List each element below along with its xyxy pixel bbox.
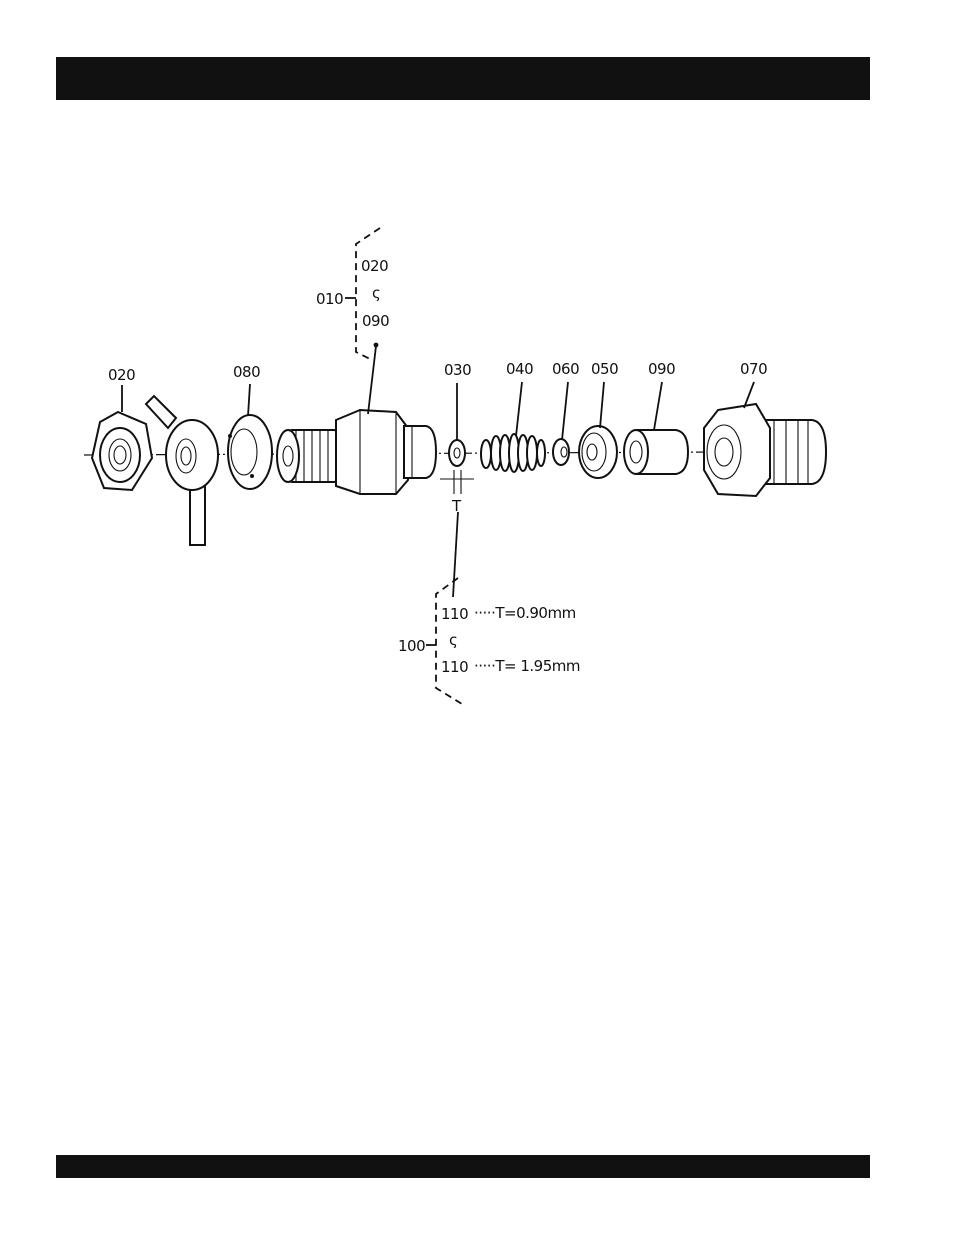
label-090: 090 (648, 360, 675, 378)
leader-060 (562, 382, 568, 440)
label-110-max: 110 (441, 658, 468, 676)
label-100: 100 (398, 637, 425, 655)
shim-thickness-max: ·····T= 1.95mm (474, 657, 580, 675)
leader-010 (368, 346, 376, 414)
nozzle-holder-body (277, 410, 436, 494)
leader-040 (516, 382, 522, 436)
shim-thickness-min: ·····T=0.90mm (474, 604, 576, 622)
pin-060 (553, 439, 569, 465)
label-080: 080 (233, 363, 260, 381)
label-020: 020 (108, 366, 135, 384)
label-range-020: 020 (361, 257, 388, 275)
banjo-fitting (146, 396, 218, 545)
label-040: 040 (506, 360, 533, 378)
label-060: 060 (552, 360, 579, 378)
label-030: 030 (444, 361, 471, 379)
label-110-min: 110 (441, 605, 468, 623)
leader-050 (600, 382, 604, 428)
leader-090 (654, 382, 662, 430)
label-range-090: 090 (362, 312, 389, 330)
spring-040 (481, 434, 545, 472)
label-070: 070 (740, 360, 767, 378)
shim-030 (440, 440, 474, 494)
leader-shim-group (453, 512, 458, 597)
label-050: 050 (591, 360, 618, 378)
spacer-050 (579, 426, 617, 478)
label-thickness-t: T (451, 497, 462, 515)
label-range-tilde-top: ς (372, 284, 380, 302)
nozzle-090 (624, 430, 688, 474)
washer-080 (228, 415, 272, 489)
nozzle-nut-070 (704, 404, 826, 496)
label-range-tilde-bottom: ς (449, 631, 457, 649)
leader-080 (248, 384, 250, 416)
hex-nut-020 (92, 412, 152, 490)
label-010: 010 (316, 290, 343, 308)
